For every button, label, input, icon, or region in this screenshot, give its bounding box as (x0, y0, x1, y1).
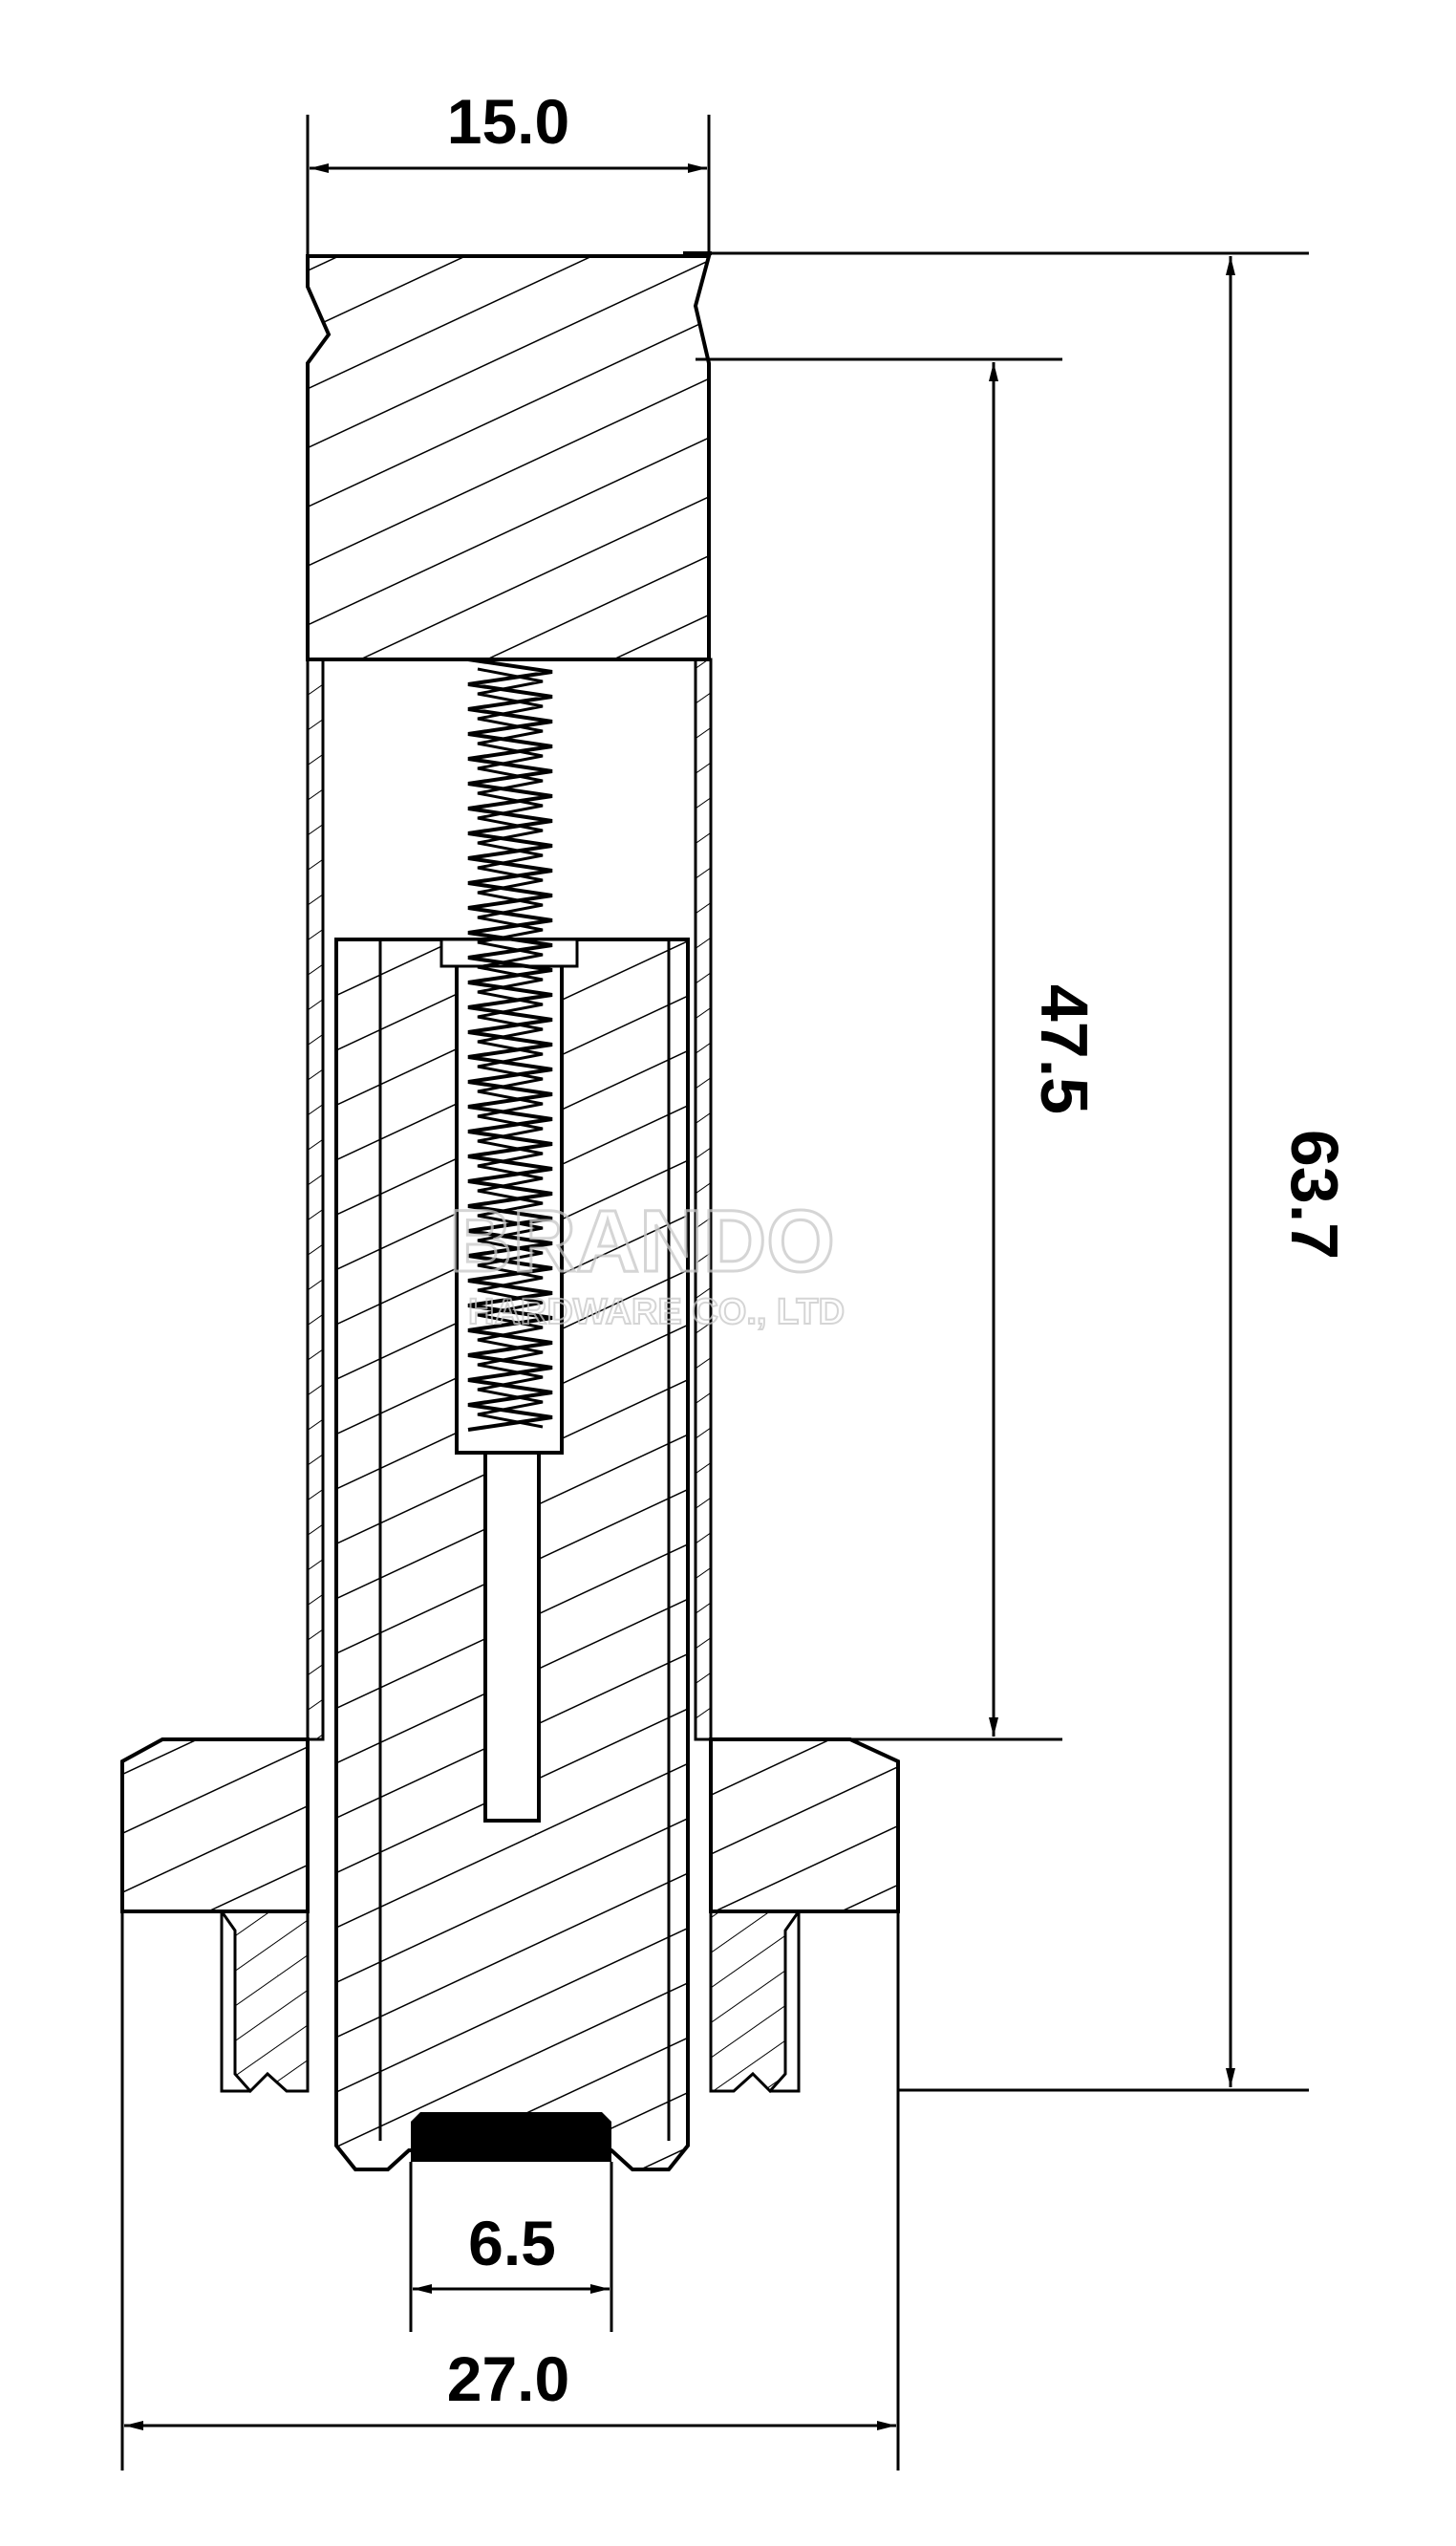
guide-tube (306, 658, 713, 1741)
watermark: BRANDO HARDWARE CO., LTD (448, 1192, 846, 1334)
dimension-label-overall-height: 63.7 (1277, 1130, 1352, 1260)
stopper-plug (306, 251, 712, 661)
rubber-seal (411, 2112, 611, 2162)
dimension-top-width: 15.0 (306, 86, 711, 256)
dimension-inner-height: 47.5 (696, 357, 1102, 1741)
dimension-plunger-diameter: 6.5 (409, 2162, 613, 2332)
watermark-brand: BRANDO (449, 1193, 835, 1290)
watermark-company: HARDWARE CO., LTD (468, 1292, 845, 1332)
return-spring (467, 658, 553, 1432)
dimension-label-flange-width: 27.0 (447, 2343, 569, 2414)
dimension-label-inner-height: 47.5 (1027, 984, 1102, 1114)
dimension-label-top-width: 15.0 (447, 86, 569, 157)
dimension-flange-width: 27.0 (120, 1911, 900, 2470)
dimension-label-plunger-diameter: 6.5 (468, 2208, 556, 2278)
dimension-overall-height: 63.7 (712, 251, 1352, 2092)
